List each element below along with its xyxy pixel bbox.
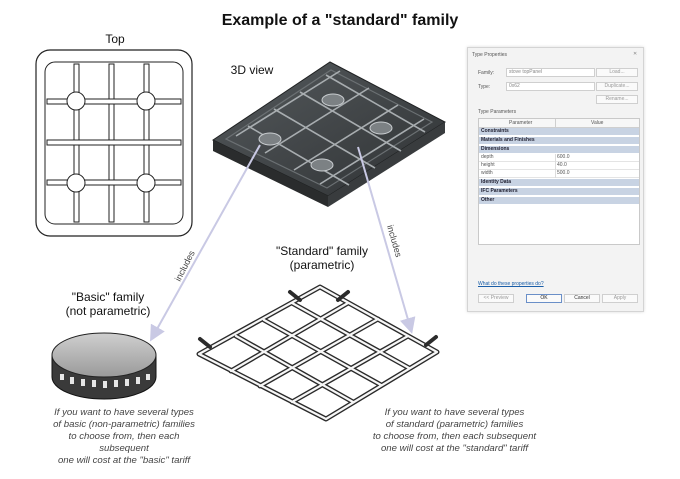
close-icon[interactable]: ✕ (633, 51, 638, 57)
type-select[interactable]: 0x62 (506, 82, 595, 91)
ok-button[interactable]: OK (526, 294, 562, 303)
grid-header: Parameter Value (479, 119, 639, 128)
help-link[interactable]: What do these properties do? (478, 281, 544, 287)
col-value: Value (591, 120, 604, 126)
basic-note: If you want to have several types of bas… (44, 407, 204, 467)
param-row[interactable]: width 500.0 (479, 170, 639, 178)
standard-note-line: one will cost at the "standard" tariff (380, 443, 529, 454)
diagram-title: Example of a "standard" family (221, 12, 459, 29)
duplicate-button[interactable]: Duplicate... (596, 82, 638, 91)
group-identity[interactable]: Identity Data (479, 179, 639, 186)
preview-button[interactable]: << Preview (478, 294, 514, 303)
basic-note-line: If you want to have several types (54, 407, 194, 418)
includes-arrow-right (357, 146, 416, 334)
group-other[interactable]: Other (479, 197, 639, 204)
standard-family-label: "Standard" family (276, 244, 368, 258)
basic-family-label: "Basic" family (71, 290, 145, 304)
3d-view-label: 3D view (230, 63, 274, 77)
col-parameter: Parameter (509, 120, 533, 126)
family-select[interactable]: stove topPanel (506, 68, 595, 77)
param-row[interactable]: depth 600.0 (479, 154, 639, 162)
basic-family-disk (51, 332, 157, 400)
3d-panel-drawing (211, 61, 447, 207)
dialog-title: Type Properties (472, 52, 508, 58)
type-properties-dialog: Type Properties ✕ Family: stove topPanel… (467, 47, 644, 312)
family-label: Family: (478, 70, 495, 76)
load-button[interactable]: Load... (596, 68, 638, 77)
group-materials[interactable]: Materials and Finishes (479, 137, 639, 144)
group-ifc[interactable]: IFC Parameters (479, 188, 639, 195)
standard-family-grate (196, 284, 440, 422)
basic-note-line: one will cost at the "basic" tariff (57, 455, 191, 466)
cancel-button[interactable]: Cancel (564, 294, 600, 303)
standard-note: If you want to have several types of sta… (372, 407, 537, 455)
param-name: height (481, 162, 495, 168)
parameters-grid: Parameter Value Constraints Materials an… (478, 118, 640, 245)
param-value[interactable]: 500.0 (557, 170, 570, 176)
basic-family-sublabel: (not parametric) (65, 304, 151, 318)
param-value[interactable]: 600.0 (557, 154, 570, 160)
apply-button[interactable]: Apply (602, 294, 638, 303)
standard-note-line: to choose from, then each subsequent (372, 431, 537, 442)
basic-note-line: to choose from, then each subsequent (68, 431, 180, 454)
type-label: Type: (478, 84, 491, 90)
standard-note-line: of standard (parametric) families (385, 419, 524, 430)
top-view-label: Top (105, 32, 125, 46)
param-name: depth (481, 154, 494, 160)
param-name: width (481, 170, 493, 176)
param-row[interactable]: height 40.0 (479, 162, 639, 170)
param-value[interactable]: 40.0 (557, 162, 567, 168)
basic-note-line: of basic (non-parametric) families (53, 419, 195, 430)
rename-button[interactable]: Rename... (596, 95, 638, 104)
standard-family-sublabel: (parametric) (289, 258, 355, 272)
top-view-drawing (35, 49, 193, 237)
includes-arrow-left (150, 144, 261, 342)
group-dimensions[interactable]: Dimensions (479, 146, 639, 153)
type-parameters-label: Type Parameters (478, 109, 517, 115)
standard-note-line: If you want to have several types (384, 407, 525, 418)
group-constraints[interactable]: Constraints (479, 128, 639, 135)
